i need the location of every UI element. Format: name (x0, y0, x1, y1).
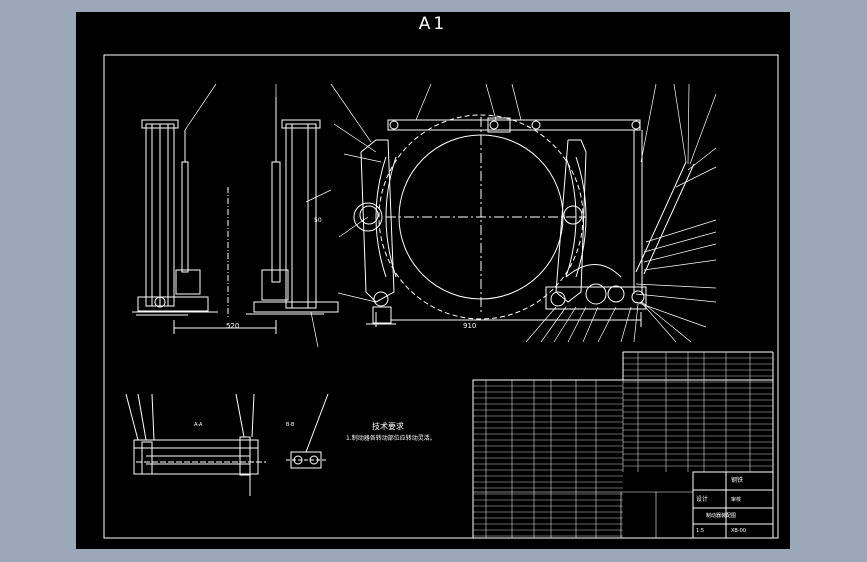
drawing-frame (103, 54, 779, 539)
front-rod-view (173, 97, 339, 334)
title-number: XB-00 (731, 528, 746, 534)
section-a-label: A-A (194, 422, 203, 428)
sheet-size-label: A1 (418, 14, 448, 34)
section-a-a (125, 393, 266, 496)
drawing-sheet: A1 (76, 12, 790, 549)
section-b-b (286, 393, 329, 469)
title-design-label: 设计 (696, 495, 708, 503)
dimension-side: 50 (314, 217, 322, 224)
title-drawing-name: 制动器装配图 (706, 512, 736, 519)
section-b-label: B-B (286, 422, 295, 428)
main-brake-view (353, 114, 695, 327)
technical-notes-title: 技术要求 (372, 422, 404, 431)
technical-notes-text: 1.制动器各转动部位应转动灵活。 (346, 435, 436, 442)
title-material: 钢铁 (731, 476, 743, 484)
left-side-view (132, 119, 218, 316)
title-scale: 1:5 (696, 528, 704, 534)
dimension-mid: 910 (463, 322, 476, 330)
parts-list-table (472, 351, 774, 539)
cad-drawing-canvas: 520 910 50 A-A B-B 设计 钢铁 制动器装配图 XB-00 1:… (103, 54, 779, 539)
title-check-label: 审核 (731, 496, 741, 503)
leader-lines (184, 83, 717, 348)
dimension-left: 520 (226, 322, 239, 330)
